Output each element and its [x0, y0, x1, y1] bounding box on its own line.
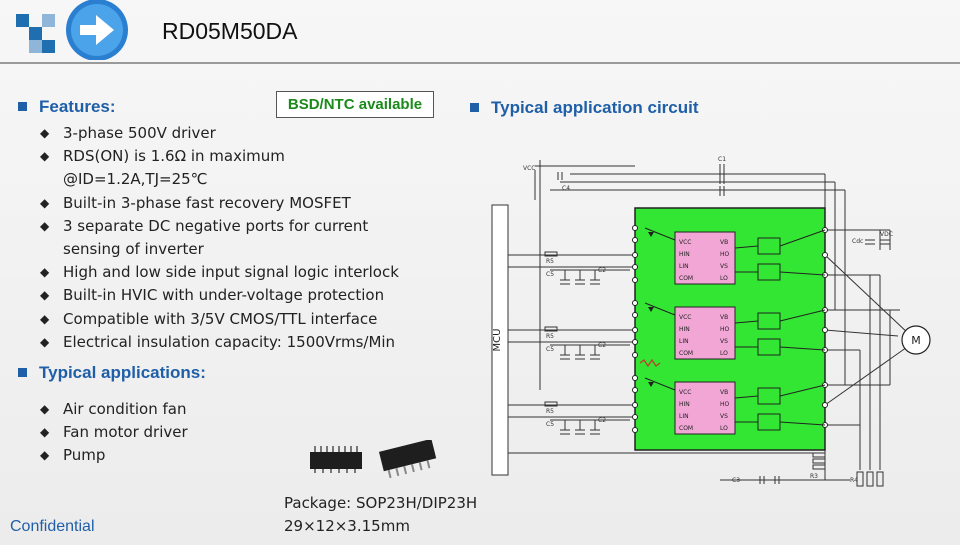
pin-label: VCC	[679, 314, 691, 321]
r4-label: R4	[850, 477, 858, 484]
pin-label: LIN	[679, 413, 689, 420]
circuit-heading: Typical application circuit	[470, 98, 699, 118]
pin-label: VS	[720, 413, 728, 420]
pin-label: VB	[720, 314, 728, 321]
pin-label: VCC	[679, 239, 691, 246]
pin-label: LIN	[679, 263, 689, 270]
title-divider	[0, 62, 960, 64]
motor-symbol	[901, 325, 931, 355]
pin-label: VCC	[679, 389, 691, 396]
c4-label: C4	[562, 185, 570, 192]
r5-label: R5	[546, 333, 554, 340]
list-item: ◆3-phase 500V driver	[40, 124, 216, 142]
vcc-label: VCC	[523, 165, 535, 172]
list-item: @ID=1.2A,TJ=25℃	[63, 170, 208, 189]
application-circuit-diagram: VCC HIN LIN COM VB HO VS LO VCC HIN LIN …	[491, 156, 931, 487]
pin-label: HO	[720, 251, 730, 258]
list-item: ◆Compatible with 3/5V CMOS/TTL interface	[40, 309, 378, 328]
ntc-thermistor	[639, 358, 661, 368]
pin-label: VS	[720, 338, 728, 345]
pin-label: VS	[720, 263, 728, 270]
list-item: ◆Pump	[40, 446, 106, 465]
r3-label: R3	[810, 473, 818, 480]
c2-label: C2	[598, 342, 606, 349]
pin-label: HIN	[679, 326, 690, 333]
pin-label: HIN	[679, 251, 690, 258]
pin-label: HIN	[679, 401, 690, 408]
pin-label: HO	[720, 326, 730, 333]
mcu-label: MCU	[492, 329, 503, 352]
list-item: ◆High and low side input signal logic in…	[40, 263, 399, 282]
c5-label: C5	[546, 271, 554, 278]
package-dimensions: 29×12×3.15mm	[284, 517, 410, 535]
pin-label: LO	[720, 350, 728, 357]
applications-heading: Typical applications:	[18, 363, 206, 383]
c2-label: C2	[598, 267, 606, 274]
r5-label: R5	[546, 408, 554, 415]
c5-label: C5	[546, 421, 554, 428]
package-type: Package: SOP23H/DIP23H	[284, 494, 478, 512]
pin-label: LO	[720, 425, 728, 432]
pin-label: VB	[720, 389, 728, 396]
features-list: ◆3-phase 500V driver ◆RDS(ON) is 1.6Ω in…	[40, 122, 399, 354]
list-item: ◆Built-in HVIC with under-voltage protec…	[40, 286, 385, 305]
r5-label: R5	[546, 258, 554, 265]
list-item: ◆Built-in 3-phase fast recovery MOSFET	[40, 193, 351, 212]
features-heading: Features:	[18, 97, 116, 117]
pin-label: COM	[679, 425, 693, 432]
bsd-ntc-badge: BSD/NTC available	[276, 91, 434, 118]
arrow-logo-icon	[16, 0, 128, 60]
c5-label: C5	[546, 346, 554, 353]
vdc-label: VDC	[880, 231, 893, 238]
c1-label: C1	[718, 156, 726, 163]
pin-label: COM	[679, 350, 693, 357]
package-chips-image	[310, 440, 437, 479]
c2-label: C2	[598, 417, 606, 424]
package-info: Package: SOP23H/DIP23H 29×12×3.15mm	[284, 492, 477, 538]
list-item: ◆Electrical insulation capacity: 1500Vrm…	[40, 332, 396, 351]
pin-label: COM	[679, 275, 693, 282]
list-item: sensing of inverter	[63, 240, 204, 259]
list-item: ◆RDS(ON) is 1.6Ω in maximum	[40, 147, 285, 166]
pin-label: LO	[720, 275, 728, 282]
list-item: ◆3 separate DC negative ports for curren…	[40, 216, 369, 235]
page-title: RD05M50DA	[162, 18, 298, 44]
c3-label: C3	[732, 477, 740, 484]
motor-label: M	[911, 334, 921, 347]
pin-label: LIN	[679, 338, 689, 345]
list-item: ◆Fan motor driver	[40, 423, 188, 442]
pin-label: VB	[720, 239, 728, 246]
pin-label: HO	[720, 401, 730, 408]
applications-list: ◆Air condition fan ◆Fan motor driver ◆Pu…	[40, 398, 188, 468]
list-item: ◆Air condition fan	[40, 400, 187, 418]
cdc-label: Cdc	[852, 238, 863, 245]
confidential-label: Confidential	[10, 518, 95, 535]
